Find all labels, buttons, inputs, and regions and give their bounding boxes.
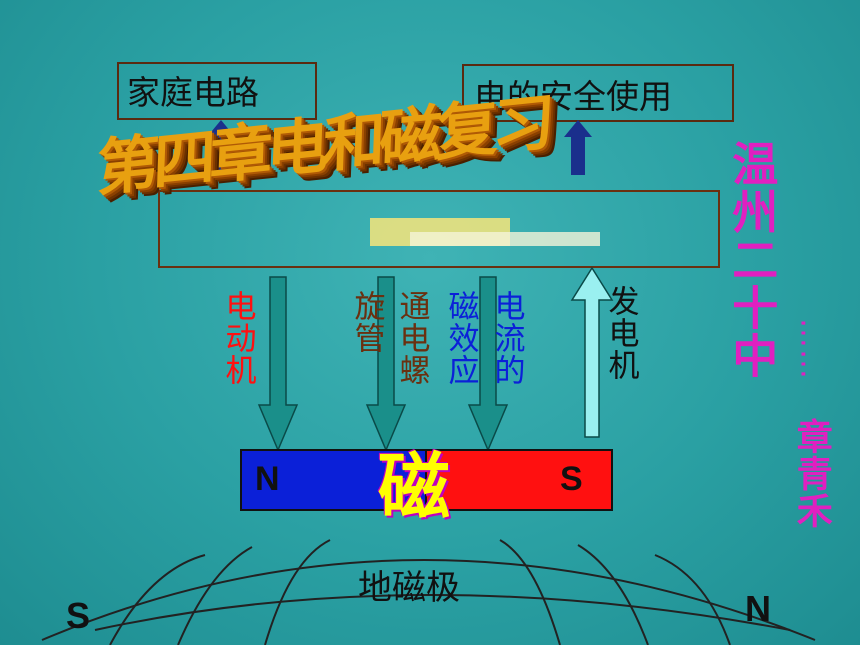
school-name: 温州二十中 <box>725 140 780 380</box>
magnet-s-label: S <box>560 460 583 498</box>
label-generator: 发电机 <box>602 285 639 381</box>
arrow-up-right-icon <box>564 120 592 175</box>
earth-s-label: S <box>66 595 91 636</box>
earth-label: 地磁极 <box>358 568 460 608</box>
title-frame <box>158 190 720 268</box>
arrow-up-generator-icon <box>570 266 614 438</box>
arrow-down-motor-icon <box>257 276 299 452</box>
label-magnetic-effect-b: 电流的 <box>488 290 525 386</box>
magnet-n-label: N <box>255 460 280 498</box>
title-highlight-2 <box>410 232 600 246</box>
label-solenoid-b: 通电螺 <box>393 290 430 386</box>
magnet-center-text: 磁 <box>378 445 451 529</box>
label-solenoid-a: 旋管 <box>348 290 385 354</box>
label-magnetic-effect-a: 磁效应 <box>442 290 479 386</box>
dash-line: …… <box>793 318 829 380</box>
household-circuit-label: 家庭电路 <box>127 73 259 112</box>
electric-safety-label: 电的安全使用 <box>474 77 672 116</box>
arrow-down-solenoid-icon <box>365 276 407 452</box>
author-name: 章青禾 <box>790 418 832 529</box>
household-circuit-box <box>117 62 317 120</box>
earth-grid <box>41 539 816 645</box>
magnet-north <box>240 449 427 511</box>
arrow-down-magnetic-effect-icon <box>467 276 509 452</box>
label-motor: 电动机 <box>219 290 256 386</box>
arrow-up-left-icon <box>207 120 235 175</box>
magnet-south <box>425 449 613 511</box>
earth-n-label: N <box>745 588 771 629</box>
electric-safety-box <box>462 64 734 122</box>
